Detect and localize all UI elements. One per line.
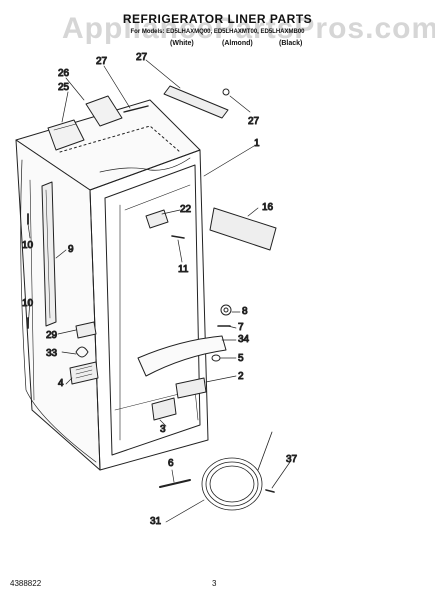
callout-29: 29 [46,330,58,341]
callout-9: 9 [68,244,74,255]
part-16-bracket [209,207,277,251]
callout-5: 5 [238,353,244,364]
callout-1: 1 [254,138,260,149]
part-29-switch [75,321,97,339]
model-list: For Models: ED5LHAXMQ00, ED5LHAXMT00, ED… [130,29,305,35]
part-9-rail [41,181,57,327]
callout-7: 7 [238,322,244,333]
part-2-bracket [175,377,207,399]
part-3-bracket [151,397,177,421]
callout-4: 4 [58,378,64,389]
part-11-screw [171,235,185,239]
callout-27-right: 27 [248,116,260,127]
part-6-rod [159,479,191,488]
document-number: 4388822 [10,579,42,588]
callout-8: 8 [242,306,248,317]
callout-3: 3 [160,424,166,435]
callout-22: 22 [180,204,192,215]
callout-10-lower: 10 [22,298,34,309]
part-25-cover [85,95,123,127]
variant-white: (White) [170,40,194,47]
page-number: 3 [212,579,217,588]
variant-almond: (Almond) [222,40,253,47]
callout-37: 37 [286,454,298,465]
callout-2: 2 [238,371,244,382]
callout-34: 34 [238,334,250,345]
part-24-bracket [47,119,85,151]
diagram-title: REFRIGERATOR LINER PARTS [122,12,313,26]
part-34-cover [137,335,227,377]
part-26-rail [163,85,229,119]
callout-25: 26 [58,68,70,79]
callout-11: 11 [178,264,189,275]
callout-6: 6 [168,458,174,469]
part-31-cord [201,431,273,511]
callout-27-top: 27 [96,56,108,67]
callout-16: 16 [262,202,274,213]
variant-black: (Black) [279,40,303,47]
part-37-screw [265,489,275,493]
part-5-plug [211,354,221,362]
part-22-bracket [145,209,169,229]
callout-26: 27 [136,52,148,63]
callout-24: 25 [58,82,70,93]
site-watermark: AppliancePartsPros.com [62,12,435,45]
callout-10-upper: 10 [22,240,34,251]
callout-33: 33 [46,348,58,359]
callout-31: 31 [150,516,162,527]
part-33-bulb [75,346,89,358]
part-27-screw-right [222,88,230,96]
part-27-screw-left [123,105,149,113]
part-8-washer [220,304,232,316]
